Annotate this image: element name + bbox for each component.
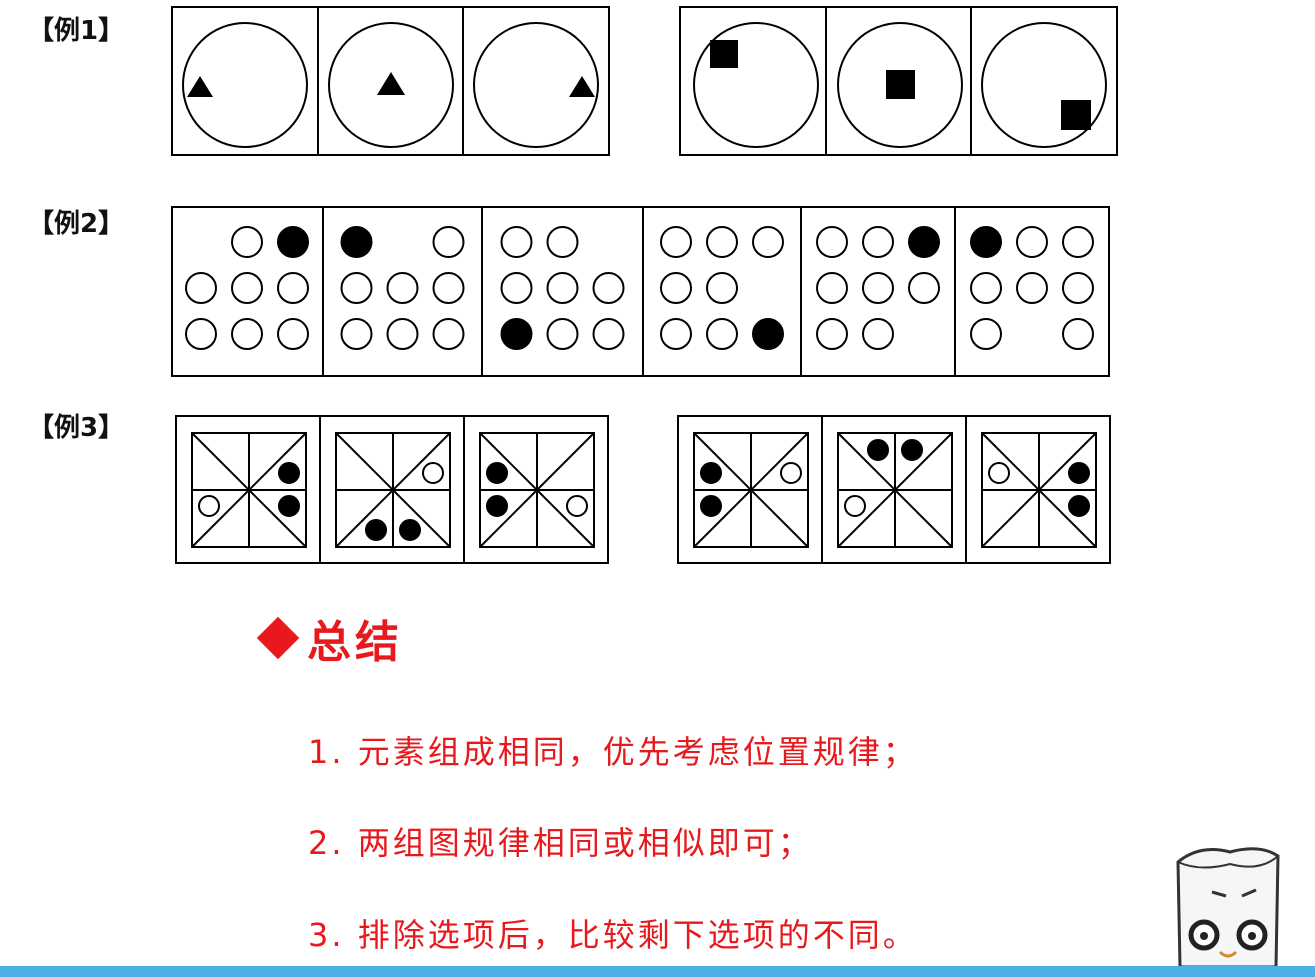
summary-point-1: 1. 元素组成相同，优先考虑位置规律；	[308, 733, 918, 771]
empty-dot	[340, 318, 373, 350]
empty-dot	[277, 318, 309, 350]
empty-dot	[706, 318, 738, 350]
filled-dot	[500, 318, 533, 350]
filled-dot	[867, 439, 889, 461]
triangle-icon	[377, 72, 405, 95]
empty-dot	[752, 226, 784, 258]
example-3-group-b	[677, 415, 1111, 564]
empty-dot	[706, 272, 738, 304]
empty-dot	[1016, 226, 1048, 258]
empty-dot	[546, 226, 579, 258]
empty-dot	[862, 226, 894, 258]
empty-dot	[432, 318, 465, 350]
empty-dot	[780, 462, 802, 484]
filled-dot	[970, 226, 1002, 258]
mascot-icon	[1176, 847, 1280, 967]
empty-dot	[198, 495, 220, 517]
empty-dot	[546, 318, 579, 350]
empty-dot	[277, 272, 309, 304]
empty-dot	[386, 318, 419, 350]
filled-dot	[278, 495, 300, 517]
example-1-group-a	[171, 6, 610, 156]
filled-dot	[1068, 462, 1090, 484]
empty-dot	[844, 495, 866, 517]
empty-dot	[1016, 272, 1048, 304]
filled-dot	[277, 226, 309, 258]
example-2-dot-grids	[171, 206, 1110, 377]
triangle-icon	[569, 76, 595, 97]
filled-dot	[700, 462, 722, 484]
empty-dot	[386, 272, 419, 304]
example-1-group-b	[679, 6, 1118, 156]
empty-dot	[340, 272, 373, 304]
triangle-icon	[187, 76, 213, 97]
filled-dot	[340, 226, 373, 258]
empty-dot	[422, 462, 444, 484]
example-3-group-a	[175, 415, 609, 564]
diamond-bullet-icon	[256, 616, 300, 660]
empty-dot	[1062, 226, 1094, 258]
bottom-bar	[0, 966, 1315, 977]
empty-dot	[432, 226, 465, 258]
empty-dot	[706, 226, 738, 258]
empty-dot	[660, 272, 692, 304]
filled-dot	[278, 462, 300, 484]
example-2-label: 【例2】	[28, 209, 125, 239]
empty-dot	[231, 226, 263, 258]
empty-dot	[660, 318, 692, 350]
filled-dot	[700, 495, 722, 517]
empty-dot	[592, 318, 625, 350]
empty-dot	[908, 272, 940, 304]
empty-dot	[816, 226, 848, 258]
empty-dot	[185, 318, 217, 350]
filled-dot	[901, 439, 923, 461]
summary-point-2: 2. 两组图规律相同或相似即可；	[308, 824, 813, 862]
square-icon	[1061, 100, 1091, 130]
filled-dot	[752, 318, 784, 350]
empty-dot	[816, 318, 848, 350]
empty-dot	[231, 318, 263, 350]
empty-dot	[862, 272, 894, 304]
empty-dot	[970, 318, 1002, 350]
empty-dot	[1062, 272, 1094, 304]
empty-dot	[231, 272, 263, 304]
filled-dot	[1068, 495, 1090, 517]
empty-dot	[566, 495, 588, 517]
empty-dot	[988, 462, 1010, 484]
summary-heading: 总结	[253, 606, 403, 670]
empty-dot	[816, 272, 848, 304]
filled-dot	[399, 519, 421, 541]
empty-dot	[500, 272, 533, 304]
empty-dot	[546, 272, 579, 304]
filled-dot	[486, 495, 508, 517]
empty-dot	[500, 226, 533, 258]
empty-dot	[592, 272, 625, 304]
empty-dot	[432, 272, 465, 304]
empty-dot	[1062, 318, 1094, 350]
empty-dot	[862, 318, 894, 350]
filled-dot	[365, 519, 387, 541]
summary-point-3: 3. 排除选项后，比较剩下选项的不同。	[308, 916, 918, 954]
empty-dot	[185, 272, 217, 304]
empty-dot	[970, 272, 1002, 304]
filled-dot	[486, 462, 508, 484]
square-icon	[886, 70, 915, 99]
empty-dot	[660, 226, 692, 258]
example-1-label: 【例1】	[28, 16, 125, 46]
square-icon	[710, 40, 738, 68]
example-3-label: 【例3】	[28, 413, 125, 443]
filled-dot	[908, 226, 940, 258]
summary-title: 总结	[307, 617, 403, 668]
